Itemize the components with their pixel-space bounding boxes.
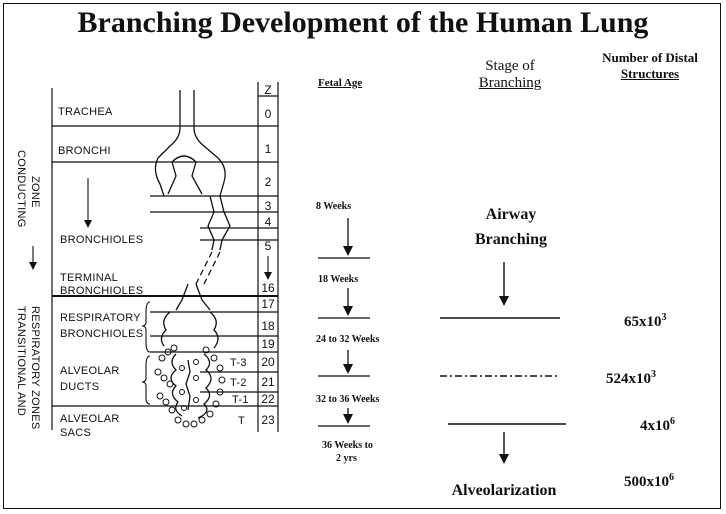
count-item: 524x103: [606, 369, 656, 387]
zone-transitional-line2: RESPIRATORY ZONES: [29, 306, 41, 429]
zone-conducting-line1: CONDUCTING: [15, 150, 27, 228]
count-item: 65x103: [624, 312, 667, 330]
label-t: T: [238, 415, 245, 427]
fetal-age-8-weeks: 8 Weeks: [316, 201, 351, 212]
label-trachea: TRACHEA: [58, 106, 113, 118]
label-respiratory-line1: RESPIRATORY: [60, 312, 141, 324]
fetal-age-24-32-weeks: 24 to 32 Weeks: [316, 334, 380, 345]
count-item: 500x106: [624, 472, 674, 490]
stage-header-line2: Branching: [478, 75, 542, 91]
trachea-right-wall: [193, 90, 219, 159]
figure-title: Branching Development of the Human Lung: [77, 6, 649, 39]
fetal-age-18-weeks: 18 Weeks: [318, 274, 358, 285]
generation-number: 23: [261, 413, 275, 427]
stage-airway-line1: Airway: [486, 206, 537, 223]
generation-number: 18: [261, 319, 275, 333]
fetal-age-markers: [318, 218, 370, 427]
label-bronchi: BRONCHI: [58, 145, 111, 157]
fetal-age-36-weeks-line2: 2 yrs: [336, 453, 357, 464]
distal-structure-counts: 65x103 524x103 4x106 500x106: [606, 312, 675, 490]
distal-header-line2: Structures: [620, 66, 680, 81]
label-alveolar-sacs-line1: ALVEOLAR: [60, 413, 120, 425]
stage-header-line1: Stage of: [485, 58, 535, 74]
label-bronchioles: BRONCHIOLES: [60, 234, 143, 246]
left-arrowheads: [29, 220, 272, 280]
label-alveolar-sacs-line2: SACS: [60, 427, 91, 439]
label-t3: T-3: [230, 357, 247, 369]
trachea-left-wall: [157, 90, 181, 159]
label-t1: T-1: [232, 394, 249, 406]
zone-transitional-line1: TRANSITIONAL AND: [15, 306, 27, 416]
table-grid: [51, 82, 279, 432]
fetal-age-36-weeks-line1: 36 Weeks to: [322, 440, 373, 451]
generation-number: 3: [265, 199, 272, 213]
distal-header: Number of Distal Structures: [590, 50, 710, 82]
label-terminal-line2: BRONCHIOLES: [60, 285, 143, 297]
fetal-age-arrowheads: [343, 246, 353, 424]
structure-brackets: [32, 178, 269, 405]
bronchi-arrowhead: [84, 220, 92, 228]
fetal-age-header: Fetal Age: [318, 77, 363, 89]
label-t2: T-2: [230, 377, 247, 389]
generation-number: 2: [265, 175, 272, 189]
generation-number: 1: [265, 142, 272, 156]
generation-number: 19: [261, 337, 275, 351]
generation-number: 20: [261, 355, 275, 369]
generation-number: 17: [261, 297, 275, 311]
generation-number: 16: [261, 281, 275, 295]
generation-arrowhead: [264, 272, 272, 280]
stage-alveolarization: Alveolarization: [452, 482, 557, 499]
label-terminal-line1: TERMINAL: [60, 272, 118, 284]
distal-header-line1: Number of Distal: [602, 50, 698, 65]
generation-numbers: Z 0 1 2 3 4 5 16 17 18 19 20 21 22 23: [261, 83, 275, 427]
generation-header: Z: [264, 83, 271, 97]
label-respiratory-line2: BRONCHIOLES: [60, 328, 143, 340]
generation-number: 22: [261, 392, 275, 406]
stage-markers: [440, 262, 566, 456]
generation-number: 4: [265, 215, 272, 229]
stage-airway-line2: Branching: [475, 231, 547, 248]
generation-number: 0: [265, 107, 272, 121]
stage-arrowheads: [499, 296, 509, 464]
zone-arrowhead: [29, 262, 37, 270]
fetal-age-32-36-weeks: 32 to 36 Weeks: [316, 394, 380, 405]
stage-header: Stage of Branching: [455, 58, 565, 92]
count-item: 4x106: [640, 416, 675, 434]
zone-conducting-line2: ZONE: [29, 176, 41, 208]
figure-frame: [3, 3, 721, 509]
generation-number: 5: [265, 239, 272, 253]
generation-number: 21: [261, 375, 275, 389]
alveoli-clusters: [154, 344, 226, 428]
label-alveolar-ducts-line2: DUCTS: [60, 381, 99, 393]
airway-tree-drawing: [154, 90, 231, 419]
label-alveolar-ducts-line1: ALVEOLAR: [60, 365, 120, 377]
